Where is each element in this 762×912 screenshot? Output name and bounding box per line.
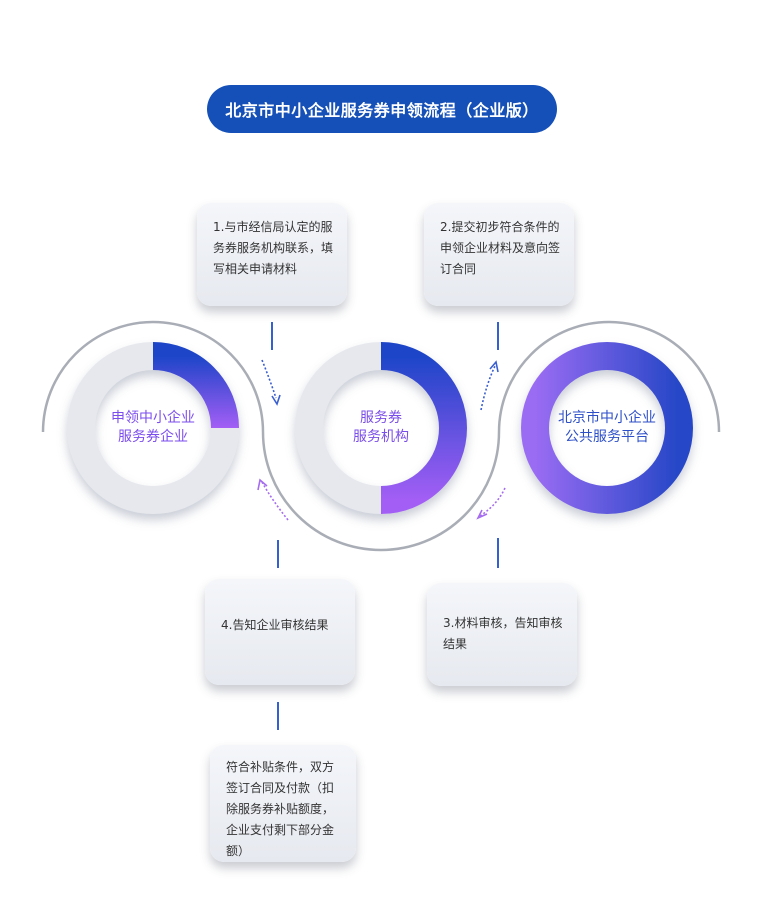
step-card-4: 4.告知企业审核结果 bbox=[205, 579, 355, 685]
connector-arcs bbox=[41, 320, 721, 552]
node-label-service-agency: 服务券 服务机构 bbox=[353, 410, 409, 445]
flow-arrow-1 bbox=[261, 359, 281, 406]
node-label-public-platform: 北京市中小企业 公共服务平台 bbox=[558, 410, 656, 445]
flow-arrow-2 bbox=[480, 360, 499, 411]
step-card-2: 2.提交初步符合条件的申领企业材料及意向签订合同 bbox=[424, 203, 574, 306]
node-ring-service-agency bbox=[295, 342, 467, 514]
page-title: 北京市中小企业服务券申领流程（企业版） bbox=[207, 85, 557, 133]
node-ring-enterprise bbox=[67, 342, 239, 514]
step-card-3: 3.材料审核，告知审核结果 bbox=[427, 583, 577, 686]
node-label-enterprise: 申领中小企业 服务券企业 bbox=[111, 410, 195, 445]
node-ring-public-platform bbox=[521, 342, 693, 514]
vertical-connectors bbox=[271, 322, 499, 730]
step-card-1: 1.与市经信局认定的服务券服务机构联系，填写相关申请材料 bbox=[197, 203, 347, 306]
step-card-5: 符合补贴条件，双方签订合同及付款（扣除服务券补贴额度，企业支付剩下部分金额） bbox=[210, 745, 356, 862]
flow-arrow-4 bbox=[257, 478, 289, 521]
flow-arrow-3 bbox=[476, 487, 506, 520]
